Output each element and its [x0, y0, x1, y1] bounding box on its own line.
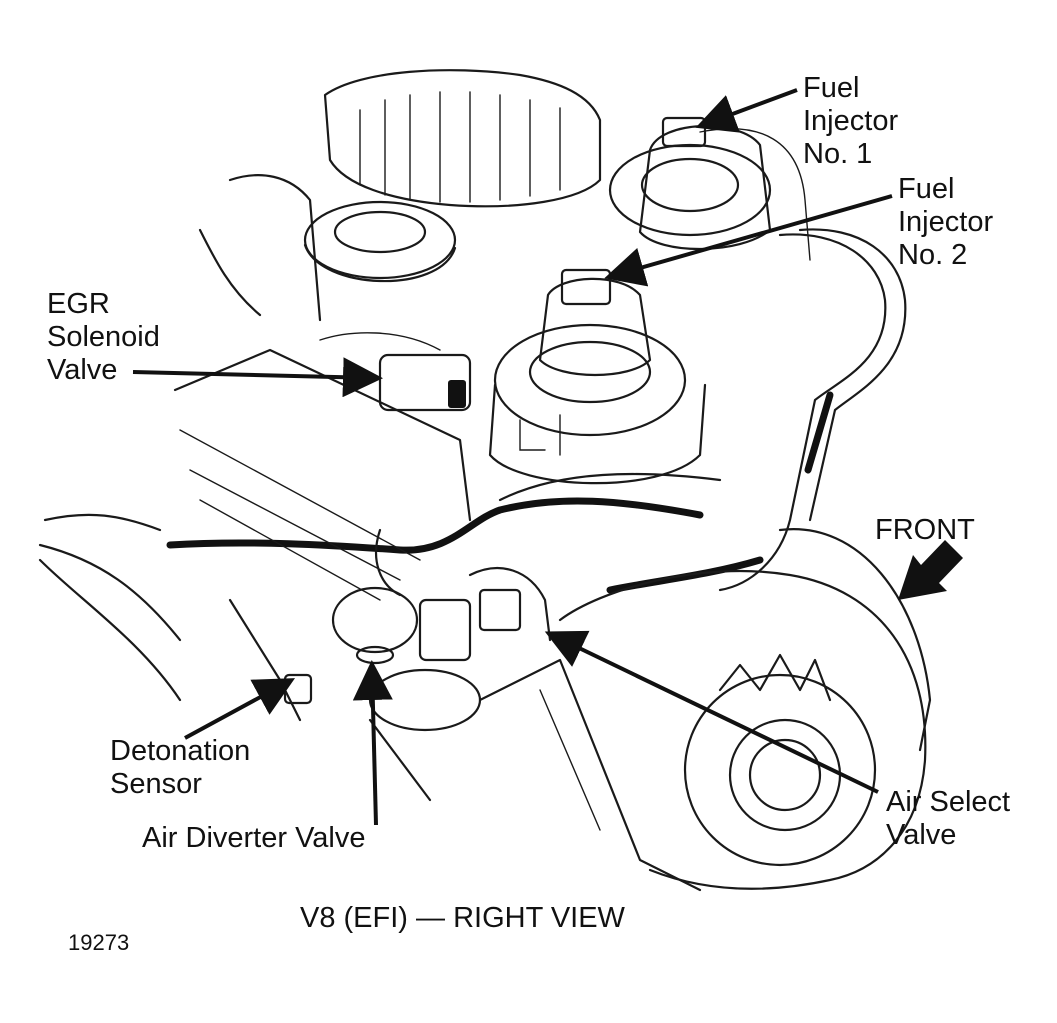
wiring-harness: [38, 174, 764, 642]
label-fuel-injector-2-line-1: Fuel: [898, 173, 955, 205]
label-fuel-injector-1-line-2: Injector: [803, 105, 899, 137]
air-valve-assembly: [331, 528, 552, 802]
fuel-injector-1-body: [608, 116, 811, 261]
label-air-diverter-valve: Air Diverter Valve: [142, 822, 366, 854]
label-front: FRONT: [875, 514, 975, 546]
egr-solenoid-body: [319, 332, 472, 412]
label-air-select-line-2: Valve: [886, 819, 957, 851]
leader-fuel-injector-1: [695, 88, 798, 133]
label-egr-solenoid-valve: EGR Solenoid Valve: [47, 288, 160, 387]
label-fuel-injector-2-line-2: Injector: [898, 206, 994, 238]
figure-number: 19273: [68, 930, 130, 955]
throttle-body-rear: [303, 69, 602, 283]
diagram-caption: V8 (EFI) — RIGHT VIEW: [300, 902, 625, 934]
fuel-injector-2-body: [488, 268, 707, 485]
callout-leaders: [132, 88, 893, 826]
leader-egr-solenoid-valve: [132, 357, 383, 398]
label-detonation-line-2: Sensor: [110, 768, 202, 800]
leader-air-diverter-valve: [352, 660, 393, 826]
label-fuel-injector-2: Fuel Injector No. 2: [898, 173, 993, 272]
engine-block: [38, 348, 472, 722]
label-fuel-injector-1-line-1: Fuel: [803, 72, 860, 104]
leader-air-select-valve: [544, 630, 879, 794]
fuel-lines: [718, 228, 932, 752]
leader-fuel-injector-2: [604, 194, 893, 287]
label-egr-line-2: Solenoid: [47, 321, 160, 353]
label-detonation-sensor: Detonation Sensor: [110, 735, 250, 801]
leader-detonation-sensor: [184, 678, 296, 740]
label-air-select-valve: Air Select Valve: [886, 786, 1010, 852]
label-fuel-injector-1-line-3: No. 1: [803, 138, 873, 170]
label-detonation-line-1: Detonation: [110, 735, 251, 767]
label-fuel-injector-1: Fuel Injector No. 1: [803, 72, 898, 171]
alternator: [478, 569, 927, 892]
label-fuel-injector-2-line-3: No. 2: [898, 239, 968, 271]
label-egr-line-3: Valve: [47, 354, 118, 386]
label-egr-line-1: EGR: [47, 288, 110, 320]
label-air-select-line-1: Air Select: [886, 786, 1011, 818]
front-direction-arrow: [898, 540, 963, 600]
